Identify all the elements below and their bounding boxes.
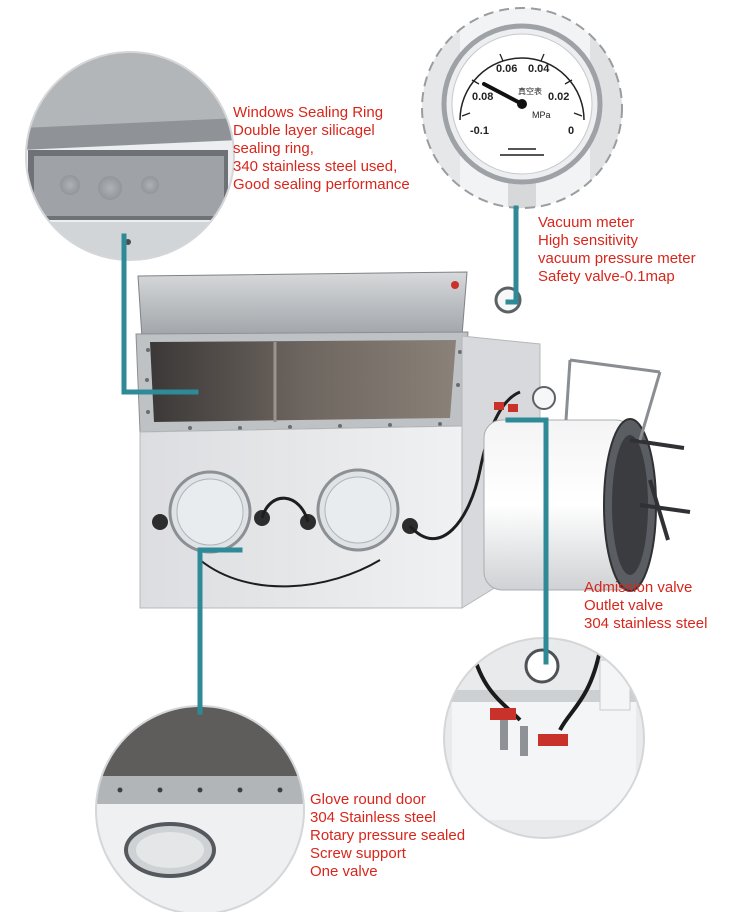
gauge-tick-004: 0.04 bbox=[528, 63, 550, 75]
detail-window-seal bbox=[25, 51, 235, 261]
callout-line: Screw support bbox=[310, 845, 406, 862]
callout-line: Rotary pressure sealed bbox=[310, 827, 466, 844]
gauge-tick-zero: 0 bbox=[568, 125, 574, 137]
gauge-tick-008: 0.08 bbox=[472, 91, 493, 103]
callout-line: Safety valve-0.1map bbox=[538, 268, 675, 285]
gauge-name: 真空表 bbox=[518, 86, 542, 96]
leader-lines bbox=[121, 205, 549, 715]
callout-line: 304 stainless steel bbox=[584, 615, 708, 632]
detail-valves bbox=[443, 637, 645, 839]
callout-glove-door: Glove round door 304 Stainless steel Rot… bbox=[310, 791, 465, 881]
callout-vacuum-meter: Vacuum meter High sensitivity vacuum pre… bbox=[538, 214, 696, 286]
callout-line: Good sealing performance bbox=[233, 176, 410, 193]
gauge-tick-min: -0.1 bbox=[470, 125, 489, 137]
callout-line: One valve bbox=[310, 863, 378, 880]
callout-line: Double layer silicagel bbox=[233, 122, 375, 139]
leader-valve bbox=[505, 417, 549, 665]
callout-line: 304 Stainless steel bbox=[310, 809, 436, 826]
gauge-needle bbox=[482, 82, 524, 106]
leader-window bbox=[121, 233, 199, 395]
leader-glove bbox=[197, 547, 243, 715]
callout-line: vacuum pressure meter bbox=[538, 250, 696, 267]
gauge-tick-006: 0.06 bbox=[496, 63, 517, 75]
callout-line: 340 stainless steel used, bbox=[233, 158, 398, 175]
callout-line: Admission valve bbox=[584, 579, 693, 596]
callout-window-sealing: Windows Sealing Ring Double layer silica… bbox=[233, 104, 410, 194]
glove-port-left bbox=[152, 470, 270, 554]
callout-line: High sensitivity bbox=[538, 232, 639, 249]
callout-line: Windows Sealing Ring bbox=[233, 104, 384, 121]
glove-box-body bbox=[135, 271, 556, 609]
detail-vacuum-gauge: 0.06 0.04 0.08 0.02 -0.1 0 真空表 MPa bbox=[421, 7, 623, 209]
callout-line: Glove round door bbox=[310, 791, 426, 808]
callout-line: Vacuum meter bbox=[538, 214, 635, 231]
gauge-unit: MPa bbox=[532, 110, 551, 120]
leader-vacuum bbox=[505, 205, 519, 305]
antechamber-cylinder bbox=[483, 358, 691, 592]
detail-glove-door bbox=[95, 705, 305, 912]
callout-line: sealing ring, bbox=[233, 140, 314, 157]
callout-line: Outlet valve bbox=[584, 597, 664, 614]
callout-admission-valve: Admission valve Outlet valve 304 stainle… bbox=[584, 579, 707, 633]
gauge-tick-002: 0.02 bbox=[548, 91, 569, 103]
